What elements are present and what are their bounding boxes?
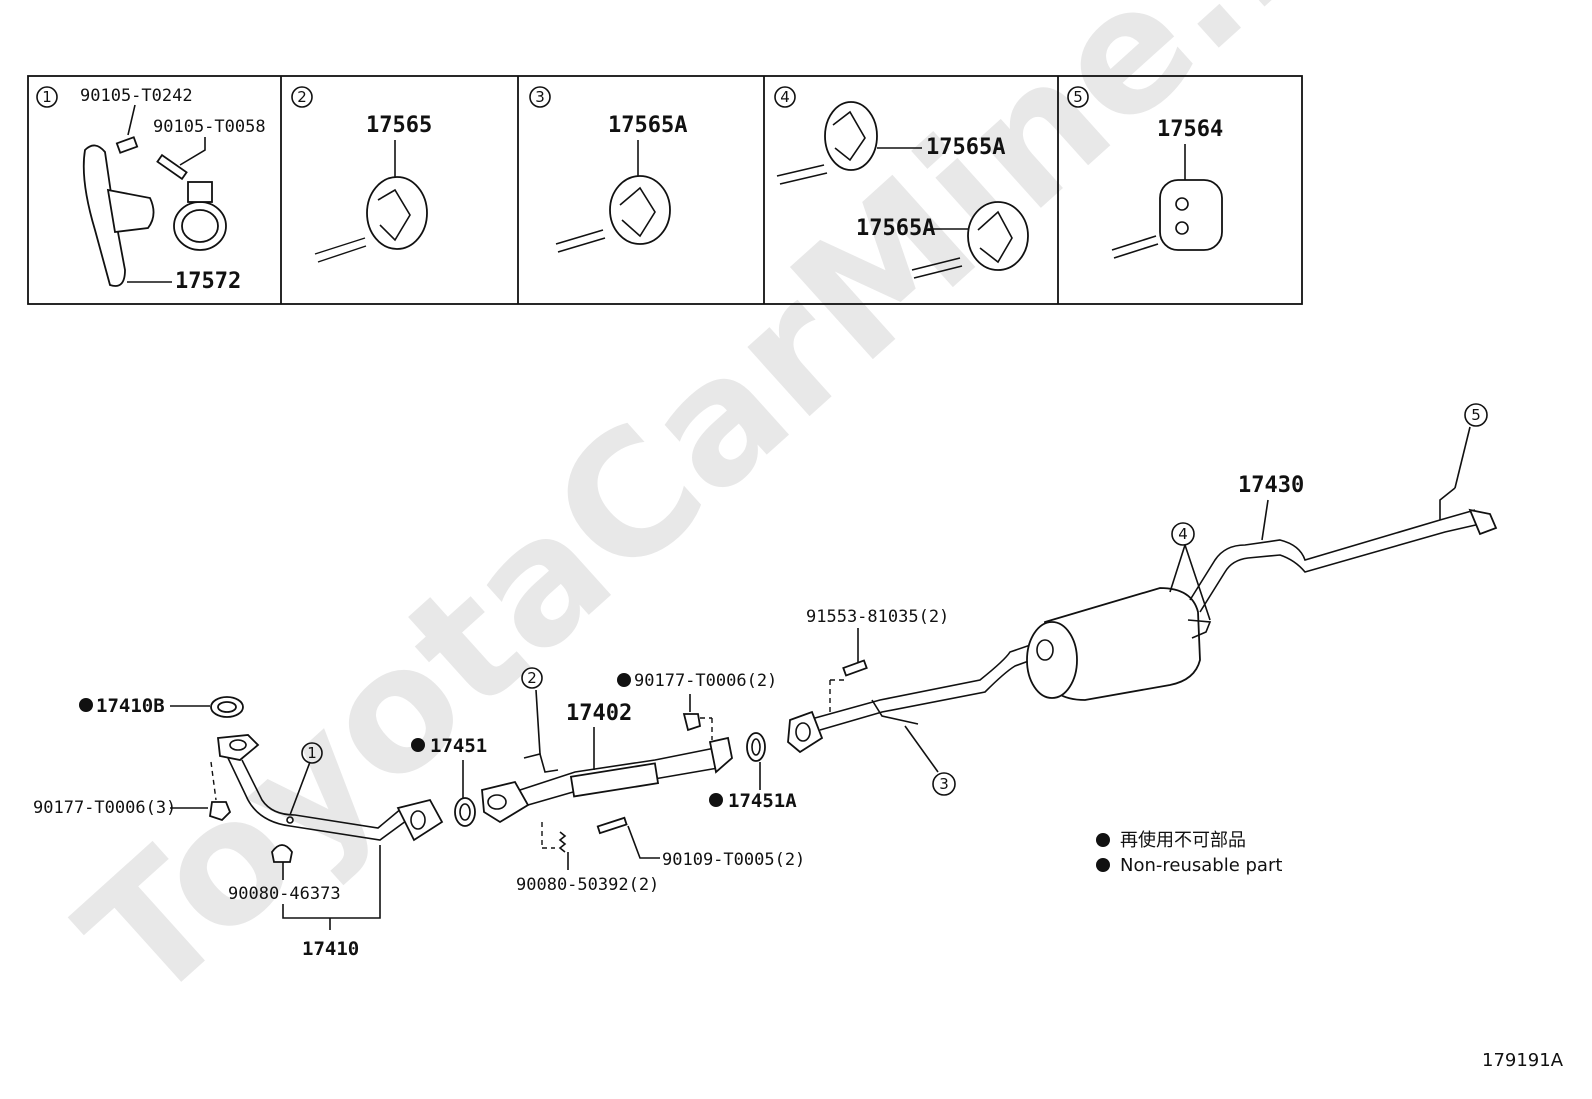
- clamp-tab-icon: [187, 181, 213, 203]
- label-90177-T0006-2: 90177-T0006(2): [634, 671, 777, 691]
- tail-pipe-17430: 5 17430 4 3 91553-81035(2): [787, 403, 1498, 796]
- callout-1: [301, 742, 323, 764]
- detail-box-1: 1 90105-T0242 90105-T0058 17572: [36, 86, 266, 294]
- rubber-hanger-icon: [824, 101, 878, 171]
- bolt-icon: [596, 816, 628, 835]
- svg-text:5: 5: [1471, 406, 1481, 424]
- detail-frame: [27, 75, 1303, 305]
- label-90109-T0005-2: 90109-T0005(2): [662, 850, 805, 870]
- label-17410B: 17410B: [96, 695, 165, 717]
- label-90105-T0242: 90105-T0242: [80, 86, 193, 106]
- label-90105-T0058: 90105-T0058: [153, 117, 266, 137]
- hanger-mount-icon: [286, 816, 294, 824]
- detail-boxes: 1 90105-T0242 90105-T0058 17572 2 17565: [27, 75, 1303, 305]
- detail-box-1-number: 1: [42, 88, 52, 106]
- callout-3: [932, 772, 956, 796]
- bracket-icon: [82, 144, 126, 287]
- detail-box-5-number: 5: [1073, 88, 1083, 106]
- legend-jp: 再使用不可部品: [1120, 830, 1246, 851]
- detail-box-3-number: 3: [535, 88, 545, 106]
- label-90080-46373: 90080-46373: [228, 884, 341, 904]
- gasket-icon: [746, 732, 766, 762]
- callout-5: [1464, 403, 1488, 427]
- resonator-icon: [569, 762, 660, 798]
- bolt-icon: [156, 153, 188, 181]
- rubber-hanger-icon: [1159, 179, 1223, 251]
- sensor-icon: [271, 844, 293, 863]
- callout-4: [1171, 522, 1195, 546]
- detail-box-4: 4 17565A 17565A: [774, 86, 1029, 279]
- gasket-icon: [454, 797, 476, 827]
- rubber-hanger-icon: [967, 201, 1029, 271]
- label-17564: 17564: [1157, 117, 1223, 142]
- svg-text:4: 4: [1178, 525, 1188, 543]
- callout-2: [521, 667, 543, 689]
- svg-text:3: 3: [939, 775, 949, 793]
- bolt-icon: [842, 659, 868, 677]
- label-17565A-box4-top: 17565A: [926, 135, 1005, 160]
- detail-box-4-number: 4: [780, 88, 790, 106]
- svg-text:2: 2: [527, 669, 537, 687]
- label-17402: 17402: [566, 701, 632, 726]
- detail-box-3: 3 17565A: [529, 86, 687, 253]
- detail-box-2-number: 2: [297, 88, 307, 106]
- flange-icon: [217, 734, 260, 761]
- flange-icon: [787, 710, 824, 754]
- legend: 再使用不可部品 Non-reusable part: [1096, 830, 1282, 876]
- figure-id: 179191A: [1482, 1050, 1564, 1071]
- label-17451A: 17451A: [728, 790, 797, 812]
- rubber-hanger-icon: [366, 176, 428, 250]
- label-17565: 17565: [366, 113, 432, 138]
- flange-icon: [708, 736, 733, 774]
- bolt-icon: [115, 136, 139, 154]
- label-17451: 17451: [430, 735, 487, 757]
- flange-icon: [396, 798, 444, 842]
- gasket-17451A: 17451A: [709, 732, 797, 812]
- bracket-arm-icon: [106, 188, 155, 233]
- label-17572: 17572: [175, 269, 241, 294]
- nut-icon: [682, 713, 702, 732]
- front-pipe-17410: 1 90080-46373 17410 90177-T0006(3): [33, 734, 444, 960]
- label-17565A-box4-bottom: 17565A: [856, 216, 935, 241]
- tailpipe-tip-icon: [1468, 508, 1498, 536]
- label-17565A-box3: 17565A: [608, 113, 687, 138]
- gasket-17451: 17451: [411, 735, 487, 827]
- detail-box-5: 5 17564: [1067, 86, 1223, 259]
- label-91553-81035-2: 91553-81035(2): [806, 607, 949, 627]
- svg-text:1: 1: [307, 744, 317, 762]
- spring-icon: [558, 831, 567, 853]
- nut-icon: [209, 801, 232, 822]
- label-17410: 17410: [302, 938, 359, 960]
- center-pipe-17402: 17402 2 90177-T0006(2) 90080-50392(2) 90…: [481, 667, 805, 895]
- label-90080-50392-2: 90080-50392(2): [516, 875, 659, 895]
- gasket-17410B: 17410B: [79, 695, 244, 718]
- rubber-hanger-icon: [609, 175, 671, 245]
- label-90177-T0006-3: 90177-T0006(3): [33, 798, 176, 818]
- flange-icon: [481, 780, 530, 824]
- label-17430: 17430: [1238, 473, 1304, 498]
- detail-box-2: 2 17565: [291, 86, 432, 263]
- legend-en: Non-reusable part: [1120, 855, 1282, 876]
- main-assembly: 17410B 1 90080-46373 17410: [33, 403, 1564, 1071]
